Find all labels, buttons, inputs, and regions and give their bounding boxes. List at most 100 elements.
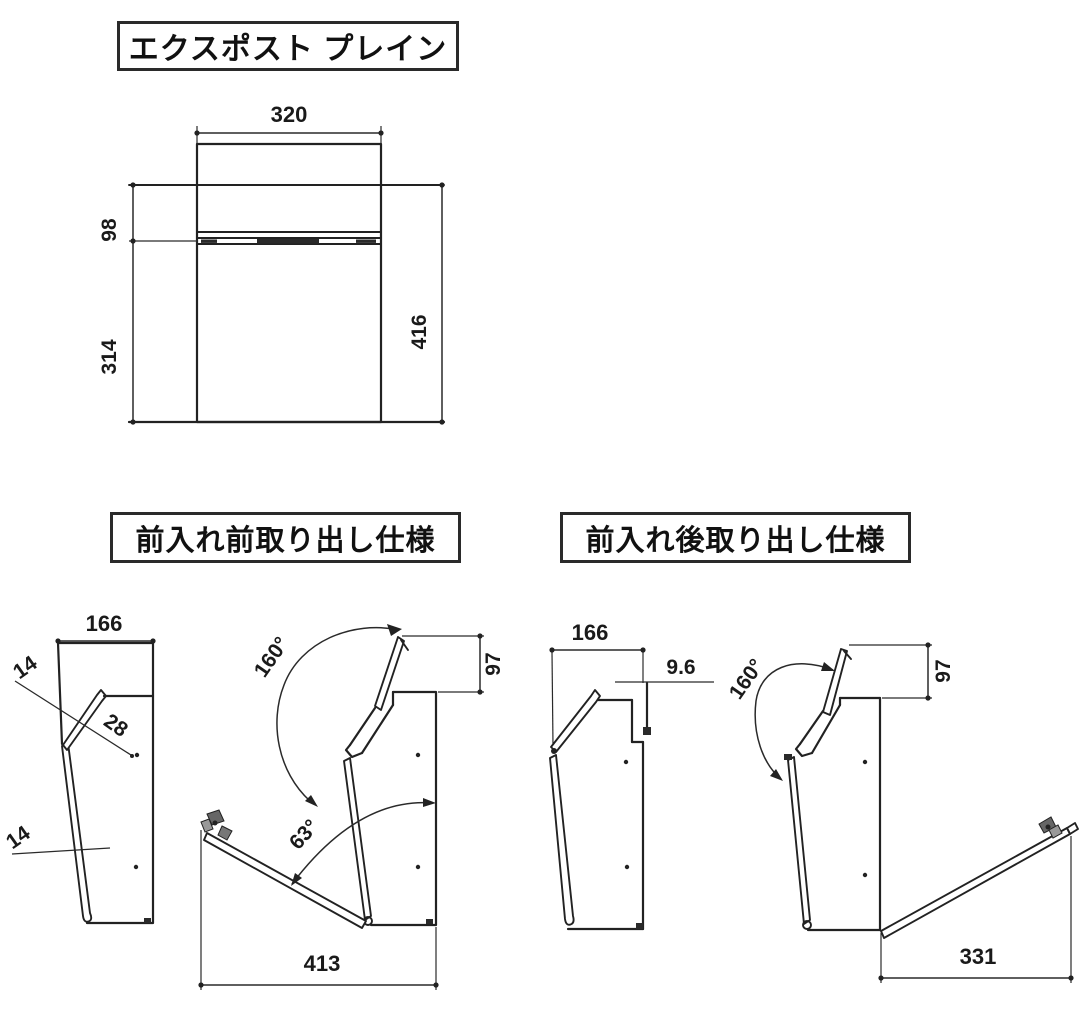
dim-flap-thickness: 14 [2,821,35,853]
dim-end [640,647,646,653]
arc-arrowhead [821,662,835,671]
front-view-drawing: 320 98 314 416 [98,102,446,425]
door-latch [200,809,233,841]
dim-end [1068,975,1074,981]
slant-face-inner [810,703,842,755]
section-label-text: 前入れ前取り出し仕様 [135,524,436,557]
dim-open-depth: 413 [304,951,341,976]
dim-front-lower: 314 [98,339,121,374]
open-side-rear-spec: 160° 97 331 [725,642,1079,983]
arc-arrowhead [387,624,402,636]
ext-line [551,651,554,747]
corner-mark [144,918,151,923]
dim-end [130,238,136,244]
arc-arrowhead [423,798,436,807]
slant-face-outer [798,709,825,746]
slot-shadow [257,239,319,244]
latch-base [200,818,214,833]
front-flap [549,754,575,926]
leader-end [130,754,134,758]
dim-end [198,982,204,988]
dim-front-height: 416 [408,314,431,349]
dim-end [378,130,384,136]
front-flap [787,756,811,925]
dim-end [925,695,931,701]
slot-shadow [201,239,217,243]
dim-end [439,182,445,188]
lid-lip [400,639,409,651]
section-label-text: 前入れ後取り出し仕様 [585,524,886,557]
top-lid-open [374,636,405,711]
slant-face-inner [360,703,395,755]
door-tip-tab [1066,822,1079,835]
section-label-front-takeout: 前入れ前取り出し仕様 [110,512,461,563]
dim-closed-front-depth: 166 [86,611,123,636]
product-title: エクスポスト プレイン [117,21,459,71]
section-label-rear-takeout: 前入れ後取り出し仕様 [560,512,911,563]
dim-end [477,689,483,695]
mounting-dot [624,864,630,870]
dim-end [433,982,439,988]
latch-tab [217,825,233,841]
front-flap [61,742,93,923]
latch-pin [1045,824,1051,830]
lid-hinge-mark [551,748,557,754]
dim-end [878,975,884,981]
top-lid [550,689,601,753]
takeout-door-open [203,832,367,929]
mounting-dot [415,864,421,870]
corner-mark [426,919,433,924]
lid-lip [843,650,852,660]
rear-door-hinge [643,727,651,735]
mounting-dot [415,752,421,758]
slant-face-notch [344,743,364,759]
front-flap-open [343,757,372,921]
dim-end [130,419,136,425]
slot-shadow [356,239,376,243]
hinge [802,920,812,930]
dim-lid-thickness: 14 [9,651,42,683]
mounting-dot [862,872,868,878]
mounting-dot [623,759,629,765]
dim-lid-angle: 160° [725,655,769,704]
dim-opening-height: 97 [932,659,955,682]
arc-arrowhead [291,873,302,886]
dim-open-depth: 331 [960,944,997,969]
side-body-outline [56,641,155,925]
latch-tab [1048,824,1063,839]
slant-face-notch [794,742,814,758]
side-body-outline [369,690,438,927]
dim-lid-angle: 160° [250,633,294,682]
dim-end [925,642,931,648]
mounting-dot [133,864,139,870]
dim-end [477,633,483,639]
closed-side-rear-spec: 166 9.6 [549,620,714,931]
corner-mark [636,923,643,929]
dim-door-angle: 63° [285,815,323,854]
dim-opening-height: 97 [482,652,505,675]
leader-lid [14,680,132,756]
arc-arrowhead [305,795,318,807]
dim-rear-door-offset: 9.6 [666,656,695,679]
dim-end [549,647,555,653]
leader-flap [11,847,111,855]
door-latch [1038,816,1063,839]
arc-arrowhead [770,769,783,781]
top-lid [62,689,107,751]
top-lid-open [822,648,848,716]
lid-angle-arc [754,663,834,780]
rear-door-open [880,827,1071,939]
flap-top-mark [784,754,792,760]
dim-end [194,130,200,136]
latch-pin [212,820,218,826]
dim-lid-face: 28 [100,710,133,742]
mounting-dot [862,759,868,765]
dim-end [439,419,445,425]
closed-side-front-spec: 166 14 28 14 [2,611,156,925]
dim-front-upper: 98 [98,218,121,242]
door-angle-arc [291,801,434,885]
dim-closed-rear-depth: 166 [572,620,609,645]
dim-end [130,182,136,188]
